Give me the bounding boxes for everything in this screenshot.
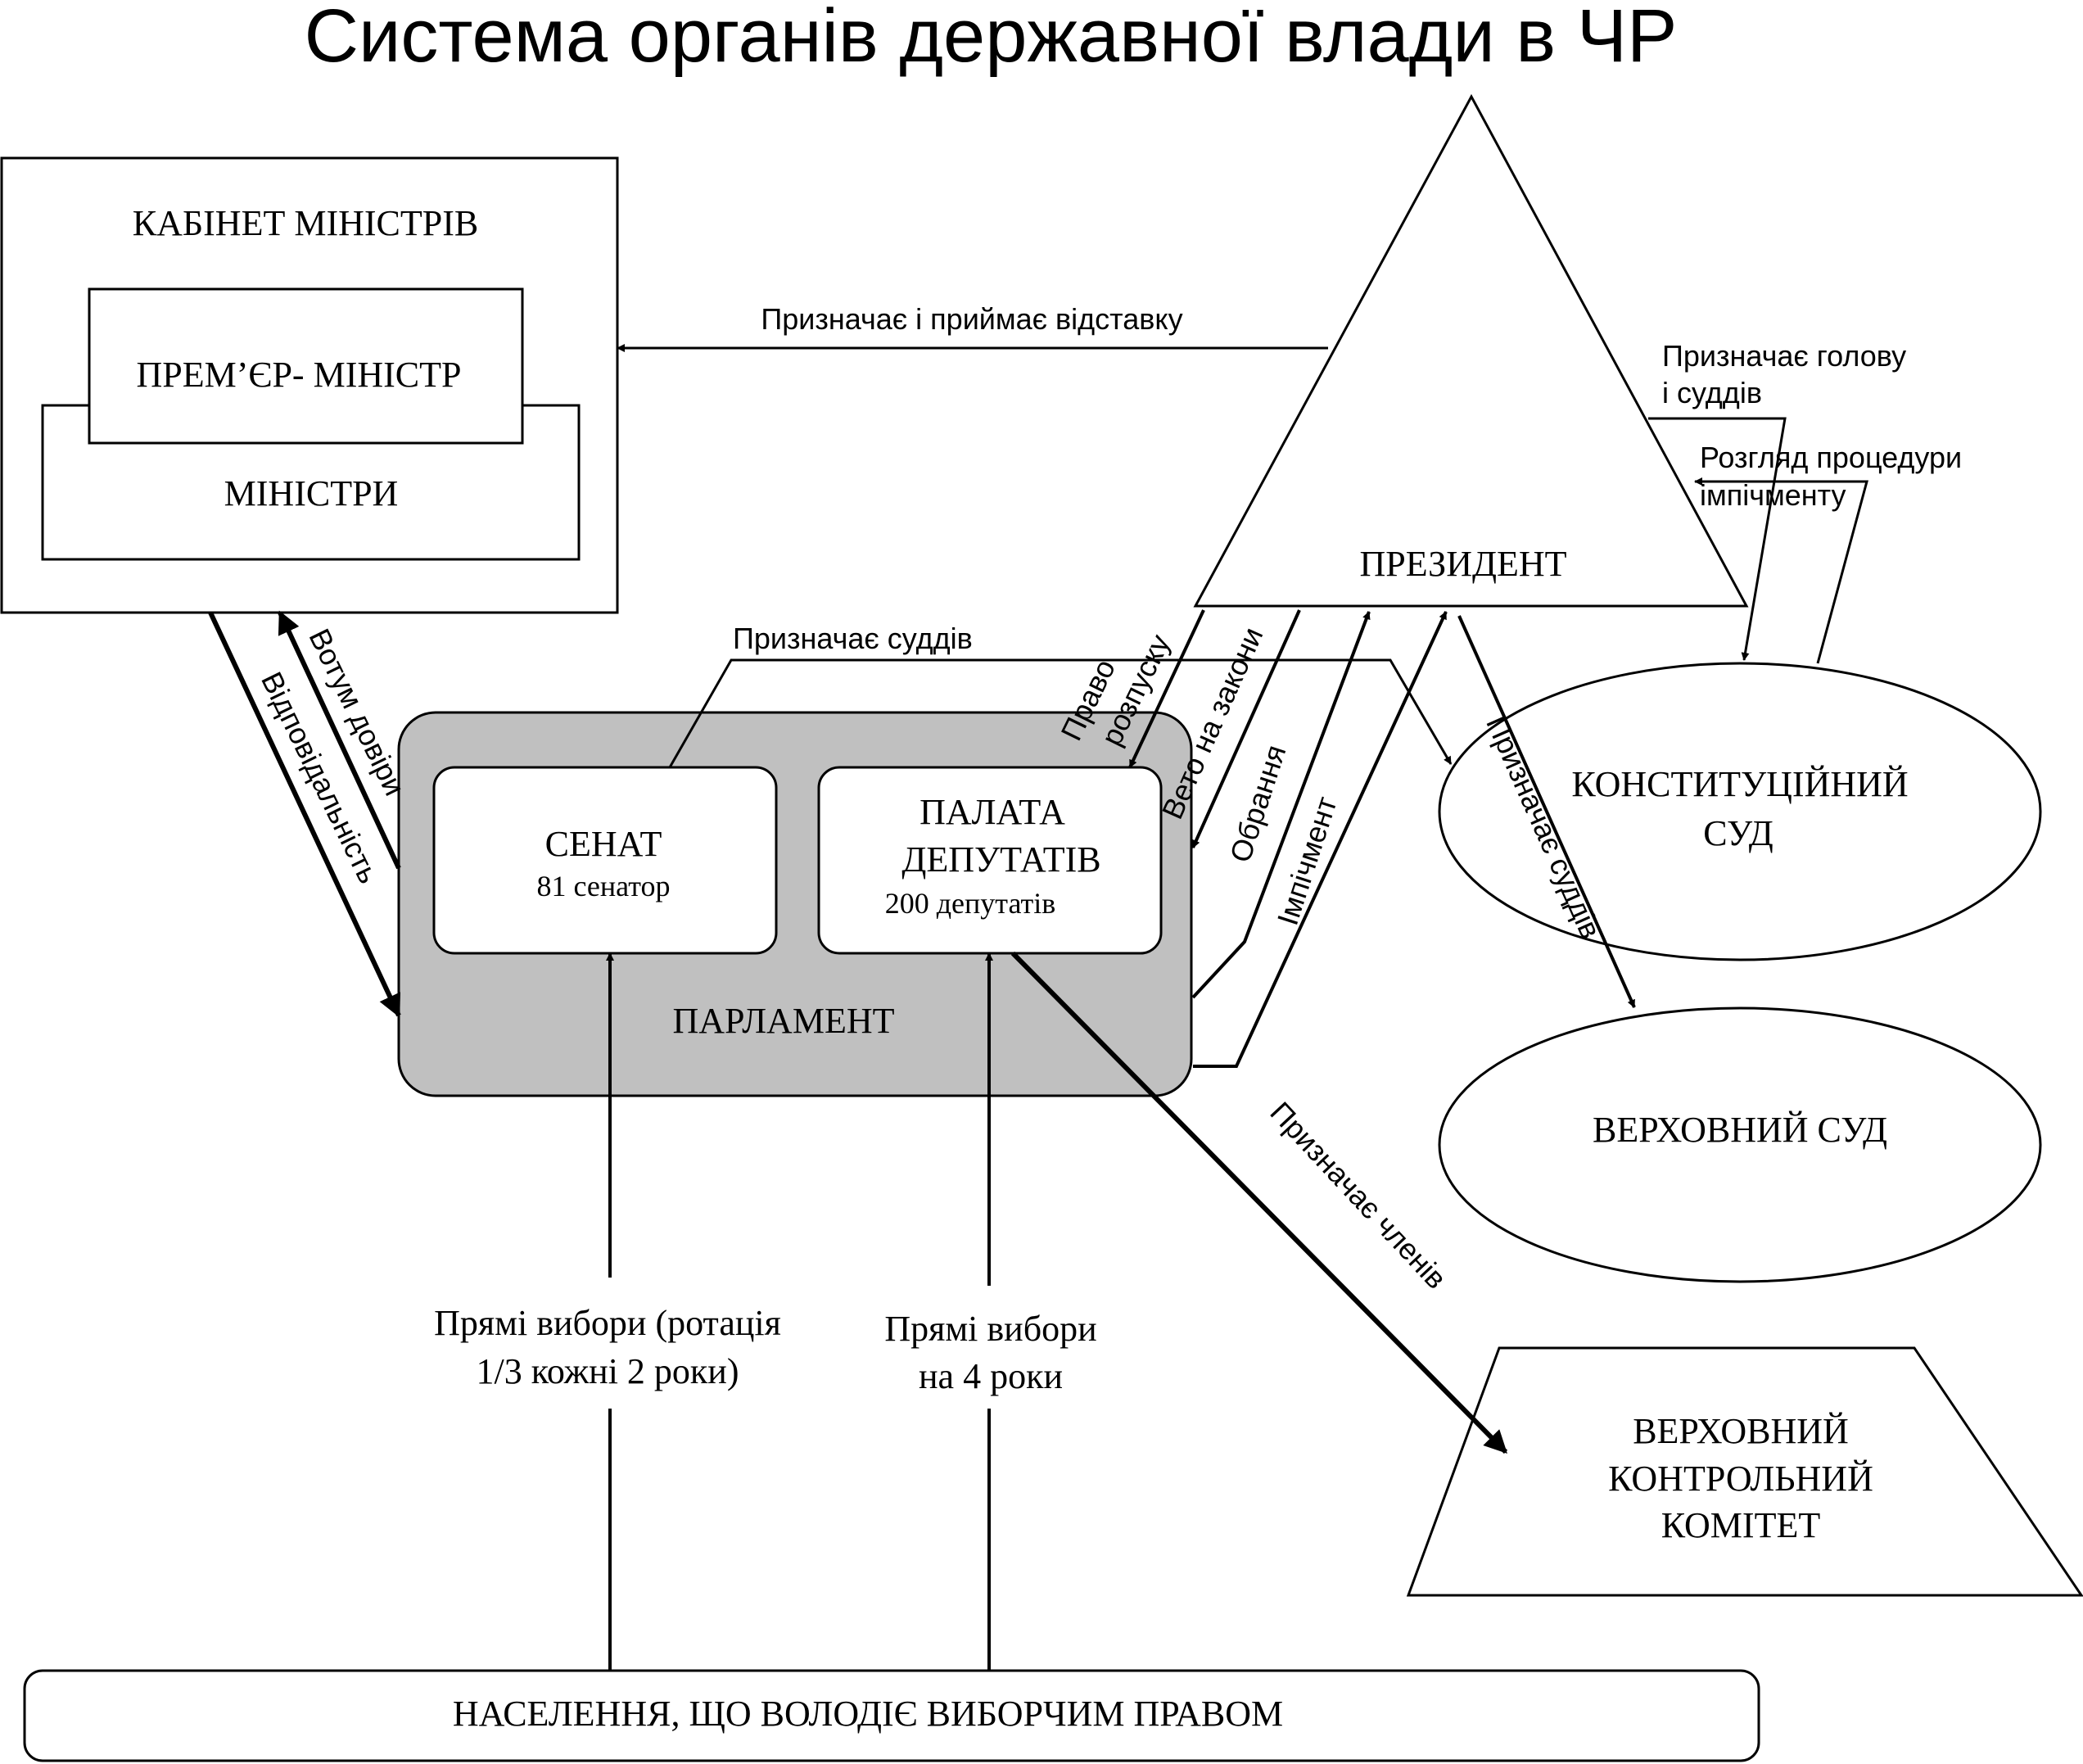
cabinet-label: КАБІНЕТ МІНІСТРІВ bbox=[133, 203, 478, 243]
arrow-appoints-head-judges bbox=[1648, 417, 1787, 661]
chamber-of-deputies: ПАЛАТА ДЕПУТАТІВ 200 депутатів bbox=[817, 766, 1163, 955]
arrow-president-appoints-judges bbox=[1457, 615, 1636, 1008]
chamber-label-line2: ДЕПУТАТІВ bbox=[901, 839, 1100, 880]
arrow-senate-appoints-judges bbox=[668, 658, 1453, 768]
arrow-veto bbox=[1191, 609, 1301, 848]
constitutional-court-line1: КОНСТИТУЦІЙНИЙ bbox=[1571, 764, 1908, 804]
arrow-appoints-members bbox=[1010, 951, 1508, 1454]
population-label: НАСЕЛЕННЯ, ЩО ВОЛОДІЄ ВИБОРЧИМ ПРАВОМ bbox=[453, 1694, 1283, 1734]
president-label: ПРЕЗИДЕНТ bbox=[1359, 544, 1566, 584]
label-appoints-dismisses: Призначає і приймає відставку bbox=[761, 302, 1182, 336]
senate: СЕНАТ 81 сенатор bbox=[432, 766, 778, 955]
supreme-audit-office: ВЕРХОВНИЙ КОНТРОЛЬНИЙ КОМІТЕТ bbox=[1406, 1346, 2083, 1597]
arrow-dissolution bbox=[1128, 609, 1205, 768]
parliament-label: ПАРЛАМЕНТ bbox=[673, 1001, 895, 1041]
label-appoints-members: Призначає членів bbox=[1263, 1095, 1453, 1295]
senate-count: 81 сенатор bbox=[537, 870, 671, 902]
supreme-court-label: ВЕРХОВНИЙ СУД bbox=[1593, 1110, 1887, 1150]
cabinet-of-ministers: КАБІНЕТ МІНІСТРІВ ПРЕМ’ЄР- МІНІСТР МІНІС… bbox=[0, 156, 619, 614]
audit-line3: КОМІТЕТ bbox=[1661, 1505, 1821, 1545]
constitutional-court-line2: СУД bbox=[1703, 813, 1773, 853]
arrow-election bbox=[1191, 611, 1371, 999]
arrow-impeachment bbox=[1193, 611, 1448, 1068]
premier-box bbox=[88, 287, 524, 445]
label-impeachment-review-1: Розгляд процедури bbox=[1700, 441, 1962, 474]
constitutional-court: КОНСТИТУЦІЙНИЙ СУД bbox=[1438, 662, 2042, 961]
premier-label: ПРЕМ’ЄР- МІНІСТР bbox=[137, 355, 462, 395]
label-senate-elections-1: Прямі вибори (ротація bbox=[434, 1303, 781, 1343]
chamber-count: 200 депутатів bbox=[885, 887, 1056, 920]
label-appoints-head-judges-2: і суддів bbox=[1662, 376, 1762, 409]
label-chamber-elections-1: Прямі вибори bbox=[884, 1309, 1096, 1349]
senate-label: СЕНАТ bbox=[545, 824, 662, 864]
arrow-confidence-vote bbox=[278, 610, 401, 870]
arrow-responsibility bbox=[208, 611, 401, 1018]
president: ПРЕЗИДЕНТ bbox=[1193, 93, 1749, 608]
label-senate-appoints-judges: Призначає суддів bbox=[733, 622, 973, 655]
arrow-impeachment-review bbox=[1694, 477, 1868, 664]
label-senate-elections-2: 1/3 кожні 2 роки) bbox=[476, 1351, 739, 1391]
label-appoints-head-judges-1: Призначає голову bbox=[1662, 339, 1906, 373]
label-chamber-elections-2: на 4 роки bbox=[919, 1356, 1063, 1396]
parliament: ПАРЛАМЕНТ СЕНАТ 81 сенатор ПАЛАТА ДЕПУТА… bbox=[397, 711, 1193, 1097]
label-impeachment-review-2: імпічменту bbox=[1700, 478, 1846, 512]
diagram-title: Система органів державної влади в ЧР bbox=[305, 0, 1678, 78]
population: НАСЕЛЕННЯ, ЩО ВОЛОДІЄ ВИБОРЧИМ ПРАВОМ bbox=[23, 1669, 1760, 1762]
chamber-label-line1: ПАЛАТА bbox=[920, 792, 1065, 832]
audit-line2: КОНТРОЛЬНИЙ bbox=[1608, 1459, 1873, 1499]
supreme-court: ВЕРХОВНИЙ СУД bbox=[1438, 1006, 2042, 1283]
ministers-label: МІНІСТРИ bbox=[224, 473, 399, 513]
audit-line1: ВЕРХОВНИЙ bbox=[1633, 1411, 1849, 1451]
